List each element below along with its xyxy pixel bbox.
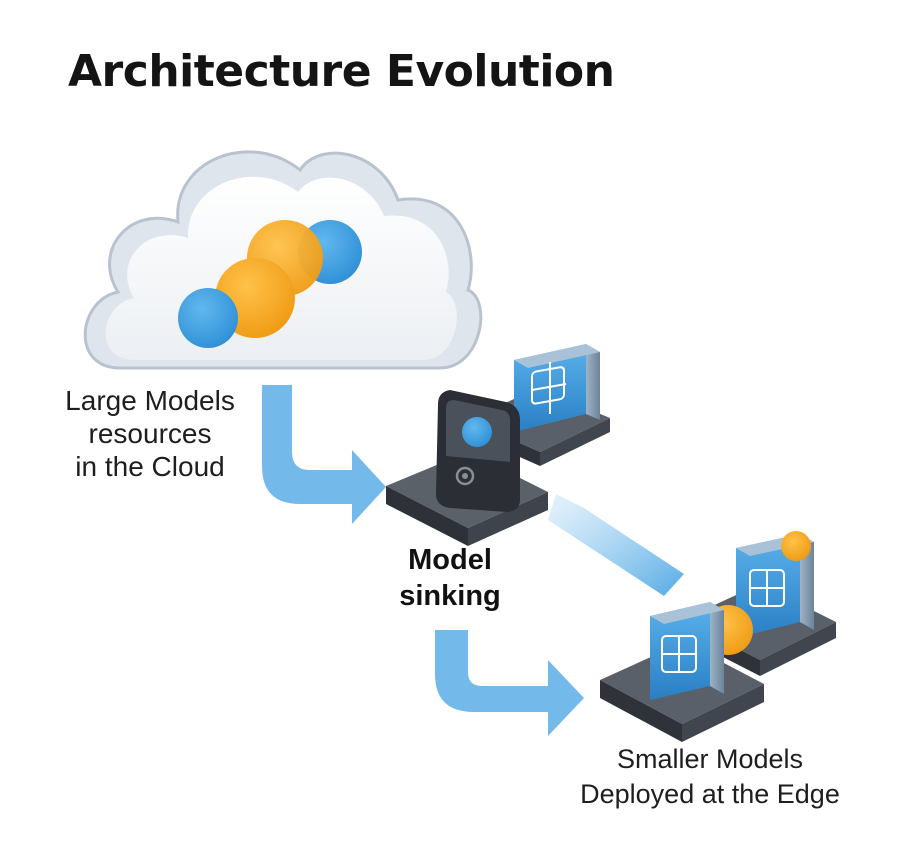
chip-icon: [661, 635, 697, 673]
cloud-label-line-3: in the Cloud: [75, 451, 225, 482]
chip-icon: [531, 362, 567, 414]
cloud-label: Large Models resources in the Cloud: [40, 384, 260, 483]
arrow-icon: [548, 494, 684, 596]
edge-label-line-1: Smaller Models: [616, 744, 804, 774]
edge-label-line-2: Deployed at the Edge: [580, 779, 840, 809]
arrow-icon: [262, 385, 386, 524]
edge-label: Smaller Models Deployed at the Edge: [545, 742, 875, 812]
chip-icon: [749, 569, 785, 607]
chip-server-top: [468, 344, 610, 466]
sinking-label: Model sinking: [360, 542, 540, 614]
edge-server-back: [682, 531, 836, 676]
cloud-label-line-2: resources: [88, 418, 212, 449]
sinking-label-line-2: sinking: [399, 580, 501, 612]
phone-device-icon: [436, 390, 520, 512]
edge-server-front: [600, 602, 764, 742]
large-model-spheres: [178, 220, 362, 348]
cloud-label-line-1: Large Models: [65, 385, 235, 416]
arrow-icon: [435, 630, 584, 736]
sinking-label-line-1: Model: [408, 544, 492, 576]
diagram-title: Architecture Evolution: [68, 46, 615, 97]
